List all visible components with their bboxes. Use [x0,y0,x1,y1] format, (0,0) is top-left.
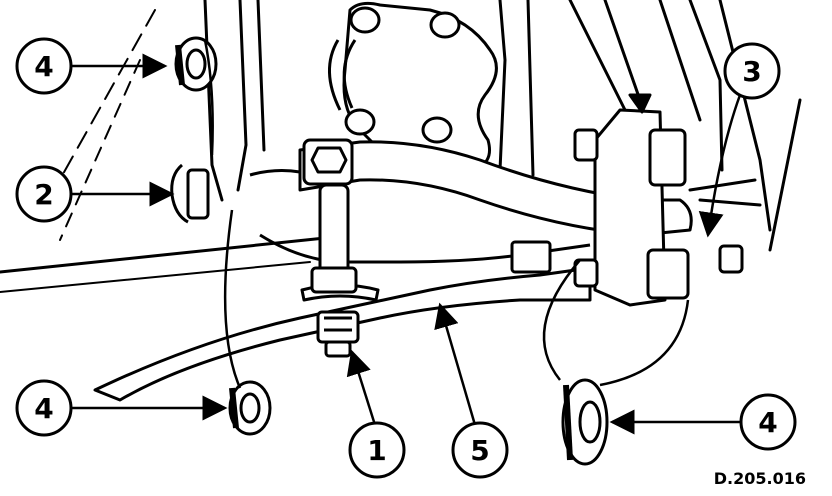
callout-part-5: 5 [451,421,509,479]
callout-label: 4 [34,392,53,425]
bush-bottom-left [228,380,272,436]
callout-bottom-left: 4 [15,379,73,437]
callout-bottom-right: 4 [739,393,797,451]
arrow-top-right [698,94,742,238]
callout-label: 3 [742,55,761,88]
arrow-part-5 [434,302,477,426]
callout-label: 4 [34,50,53,83]
figure-code: D.205.016 [714,469,806,488]
callout-label: 2 [34,178,53,211]
callout-top-left: 4 [15,37,73,95]
callout-label: 1 [367,434,386,467]
leader-lines [203,39,690,389]
mounting-bracket [573,93,744,307]
part-2-clip [170,163,301,224]
arrow-part-1 [346,349,377,426]
hub-flange [328,1,498,174]
callout-label: 5 [470,434,489,467]
control-arm [93,233,592,402]
callout-top-right: 3 [723,42,781,100]
bush-bottom-right [561,378,609,466]
callout-arrows [72,53,742,435]
callout-mid-left: 2 [15,165,73,223]
callout-label: 4 [758,406,777,439]
anti-roll-bar [298,140,693,237]
callout-part-1: 1 [348,421,406,479]
drop-link [300,138,380,358]
